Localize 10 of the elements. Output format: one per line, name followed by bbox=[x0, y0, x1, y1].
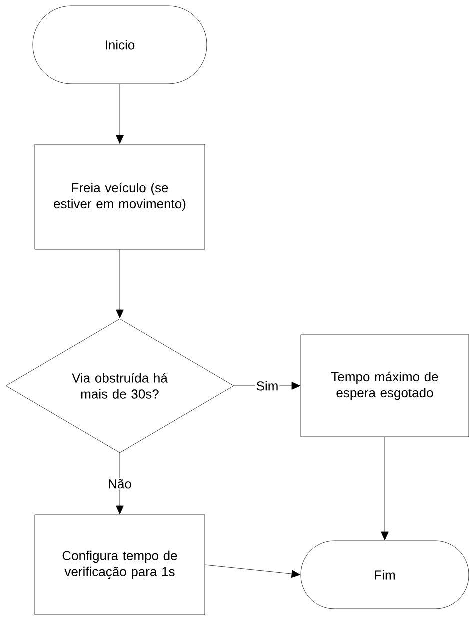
process-box: Freia veículo (se estiver em movimento) bbox=[34, 144, 206, 250]
edge-label: Sim bbox=[255, 380, 280, 392]
arrow bbox=[116, 84, 124, 144]
arrow bbox=[381, 437, 389, 541]
edge-label: Não bbox=[107, 478, 133, 490]
arrow bbox=[205, 564, 300, 578]
arrow bbox=[116, 453, 124, 515]
process-box: Configura tempo de verificação para 1s bbox=[34, 514, 206, 616]
process-box: Tempo máximo de espera esgotado bbox=[300, 334, 469, 438]
arrow bbox=[116, 250, 124, 318]
